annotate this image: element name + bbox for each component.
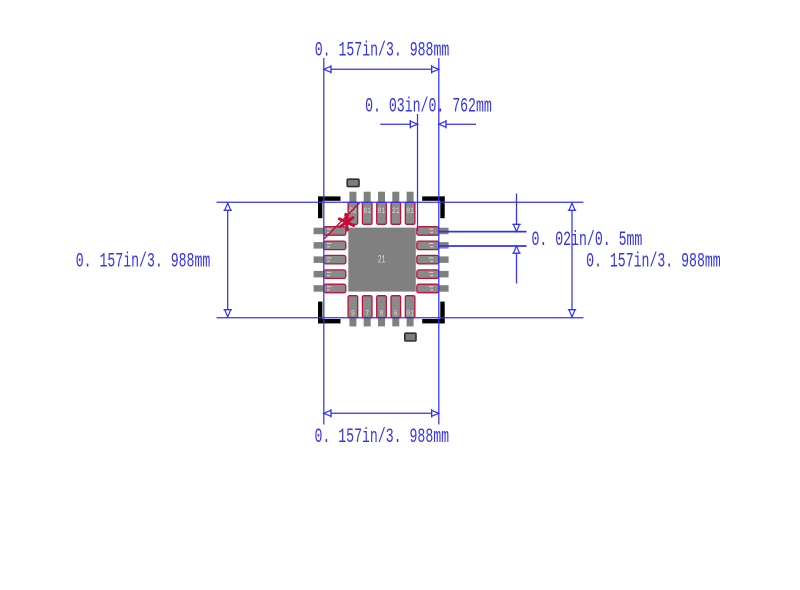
svg-text:81: 81 <box>378 208 386 217</box>
svg-text:8: 8 <box>380 310 384 319</box>
svg-text:0. 157in/3. 988mm: 0. 157in/3. 988mm <box>76 251 211 273</box>
svg-text:0. 03in/0. 762mm: 0. 03in/0. 762mm <box>365 96 492 118</box>
svg-text:0. 02in/0. 5mm: 0. 02in/0. 5mm <box>532 230 643 252</box>
svg-text:91: 91 <box>406 208 414 217</box>
svg-text:0. 157in/3. 988mm: 0. 157in/3. 988mm <box>315 40 450 62</box>
svg-text:6: 6 <box>394 310 398 319</box>
svg-text:7: 7 <box>365 310 369 319</box>
svg-text:9: 9 <box>351 310 355 319</box>
svg-text:21: 21 <box>392 208 400 217</box>
svg-text:01: 01 <box>406 310 414 319</box>
svg-text:0. 157in/3. 988mm: 0. 157in/3. 988mm <box>586 251 721 273</box>
svg-text:0. 157in/3. 988mm: 0. 157in/3. 988mm <box>315 426 450 448</box>
svg-text:61: 61 <box>363 208 371 217</box>
svg-text:02: 02 <box>349 208 357 217</box>
svg-text:21: 21 <box>378 254 386 266</box>
